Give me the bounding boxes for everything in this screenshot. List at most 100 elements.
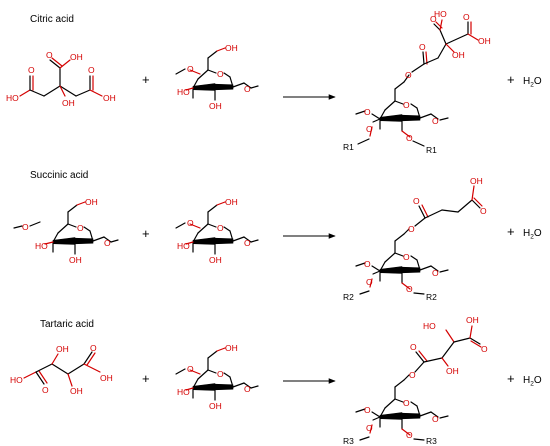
plus-sign: +	[142, 371, 150, 386]
ring-oxygen: O	[217, 369, 224, 379]
glycosidic-o: O	[244, 384, 251, 394]
label-succinic-acid: Succinic acid	[30, 170, 88, 181]
hydroxyl-oh: OH	[103, 93, 116, 103]
reaction-citric: Citric acid O HO O OH O OH OH +	[6, 9, 542, 155]
plus-sign: +	[507, 371, 515, 386]
hydroxyl-ho: HO	[177, 241, 190, 251]
citric-acid-structure: O HO O OH O OH OH	[6, 50, 116, 108]
tartrate-ester-product: O O O HO OH O OH O O O O R3 R3	[343, 315, 488, 446]
ether-o: O	[406, 133, 413, 143]
substituent-r1: R1	[343, 142, 354, 152]
ester-o: O	[409, 370, 416, 380]
ester-o: O	[405, 70, 412, 80]
glucose-unit: O HO O OH OH O	[175, 43, 259, 111]
glycosidic-o: O	[244, 84, 251, 94]
hydroxyl-ho: HO	[6, 93, 19, 103]
ring-oxygen: O	[217, 223, 224, 233]
hydroxyl-oh: OH	[70, 52, 83, 62]
ring-oxygen: O	[403, 252, 410, 262]
plus-sign: +	[507, 224, 515, 239]
substituent-r2: R2	[426, 292, 437, 302]
glycosidic-o: O	[432, 414, 439, 424]
hydroxyl-oh: OH	[225, 343, 238, 353]
carbonyl-o: O	[90, 343, 97, 353]
hydroxyl-ho: HO	[177, 387, 190, 397]
ether-o: O	[406, 284, 413, 294]
carbonyl-o: O	[419, 42, 426, 52]
plus-sign: +	[142, 72, 150, 87]
hydroxyl-oh: OH	[452, 50, 465, 60]
hydroxyl-oh: OH	[69, 255, 82, 265]
water: H2O	[523, 375, 542, 388]
hydroxyl-oh: OH	[470, 176, 483, 186]
hydroxyl-oh: OH	[209, 401, 222, 411]
carbonyl-o: O	[481, 344, 488, 354]
ring-oxygen: O	[77, 223, 84, 233]
hydroxyl-ho: HO	[35, 241, 48, 251]
hydroxyl-ho: HO	[423, 321, 436, 331]
glucose-unit: O HO O OH OH O	[175, 343, 259, 411]
carbonyl-o: O	[28, 65, 35, 75]
hydroxyl-ho: HO	[177, 87, 190, 97]
ester-o: O	[408, 224, 415, 234]
glycosidic-o: O	[364, 107, 371, 117]
glucose-unit: O HO O OH OH O	[175, 197, 259, 265]
substituent-r1: R1	[426, 145, 437, 155]
citrate-ester-product: O O O O HO O OH OH O O O O R1 R1	[343, 9, 491, 155]
ether-o: O	[366, 277, 373, 287]
carbonyl-o: O	[413, 196, 420, 206]
glycosidic-o: O	[187, 64, 194, 74]
glycosidic-o: O	[244, 238, 251, 248]
ring-oxygen: O	[403, 398, 410, 408]
hydroxyl-oh: OH	[70, 386, 83, 396]
glycosidic-o: O	[432, 268, 439, 278]
glycosidic-o: O	[187, 218, 194, 228]
glycosidic-o: O	[187, 364, 194, 374]
glycosidic-o: O	[364, 259, 371, 269]
hydroxyl-ho: HO	[434, 9, 447, 19]
reaction-tartaric: Tartaric acid HO O OH OH O OH +	[10, 315, 542, 446]
ring-oxygen: O	[403, 100, 410, 110]
substituent-r3: R3	[426, 436, 437, 446]
glycosidic-o: O	[364, 405, 371, 415]
carbonyl-o: O	[88, 65, 95, 75]
carbonyl-o: O	[430, 14, 437, 24]
succinate-ester-product: O O O O OH O O O O R2 R2	[343, 176, 487, 302]
hydroxyl-oh: OH	[225, 43, 238, 53]
ether-o: O	[406, 430, 413, 440]
carbonyl-o: O	[480, 206, 487, 216]
carbonyl-o: O	[463, 12, 470, 22]
glycosidic-o: O	[104, 238, 111, 248]
ether-o: O	[366, 124, 373, 134]
hydroxyl-oh: OH	[225, 197, 238, 207]
label-citric-acid: Citric acid	[30, 14, 74, 25]
hydroxyl-oh: OH	[478, 36, 491, 46]
hydroxyl-oh: OH	[209, 255, 222, 265]
glycosidic-o: O	[22, 222, 29, 232]
glycosidic-o: O	[432, 116, 439, 126]
ring-oxygen: O	[217, 69, 224, 79]
substituent-r2: R2	[343, 292, 354, 302]
hydroxyl-oh: OH	[466, 315, 479, 325]
water: H2O	[523, 76, 542, 89]
plus-sign: +	[507, 72, 515, 87]
water: H2O	[523, 228, 542, 241]
substituent-r3: R3	[343, 436, 354, 446]
hydroxyl-oh: OH	[100, 373, 113, 383]
glucose-unit-left: O O HO OH OH O	[13, 197, 119, 265]
label-tartaric-acid: Tartaric acid	[40, 319, 94, 330]
ether-o: O	[366, 423, 373, 433]
hydroxyl-oh: OH	[62, 98, 75, 108]
hydroxyl-oh: OH	[56, 344, 69, 354]
hydroxyl-oh: OH	[209, 101, 222, 111]
reaction-succinic: Succinic acid O O HO OH OH O + O HO	[13, 170, 542, 302]
carbonyl-o: O	[410, 342, 417, 352]
hydroxyl-oh: OH	[446, 366, 459, 376]
hydroxyl-oh: OH	[85, 197, 98, 207]
carbonyl-o: O	[42, 385, 49, 395]
tartaric-acid-structure: HO O OH OH O OH	[10, 343, 113, 396]
carbonyl-o: O	[46, 50, 53, 60]
plus-sign: +	[142, 226, 150, 241]
hydroxyl-ho: HO	[10, 375, 23, 385]
